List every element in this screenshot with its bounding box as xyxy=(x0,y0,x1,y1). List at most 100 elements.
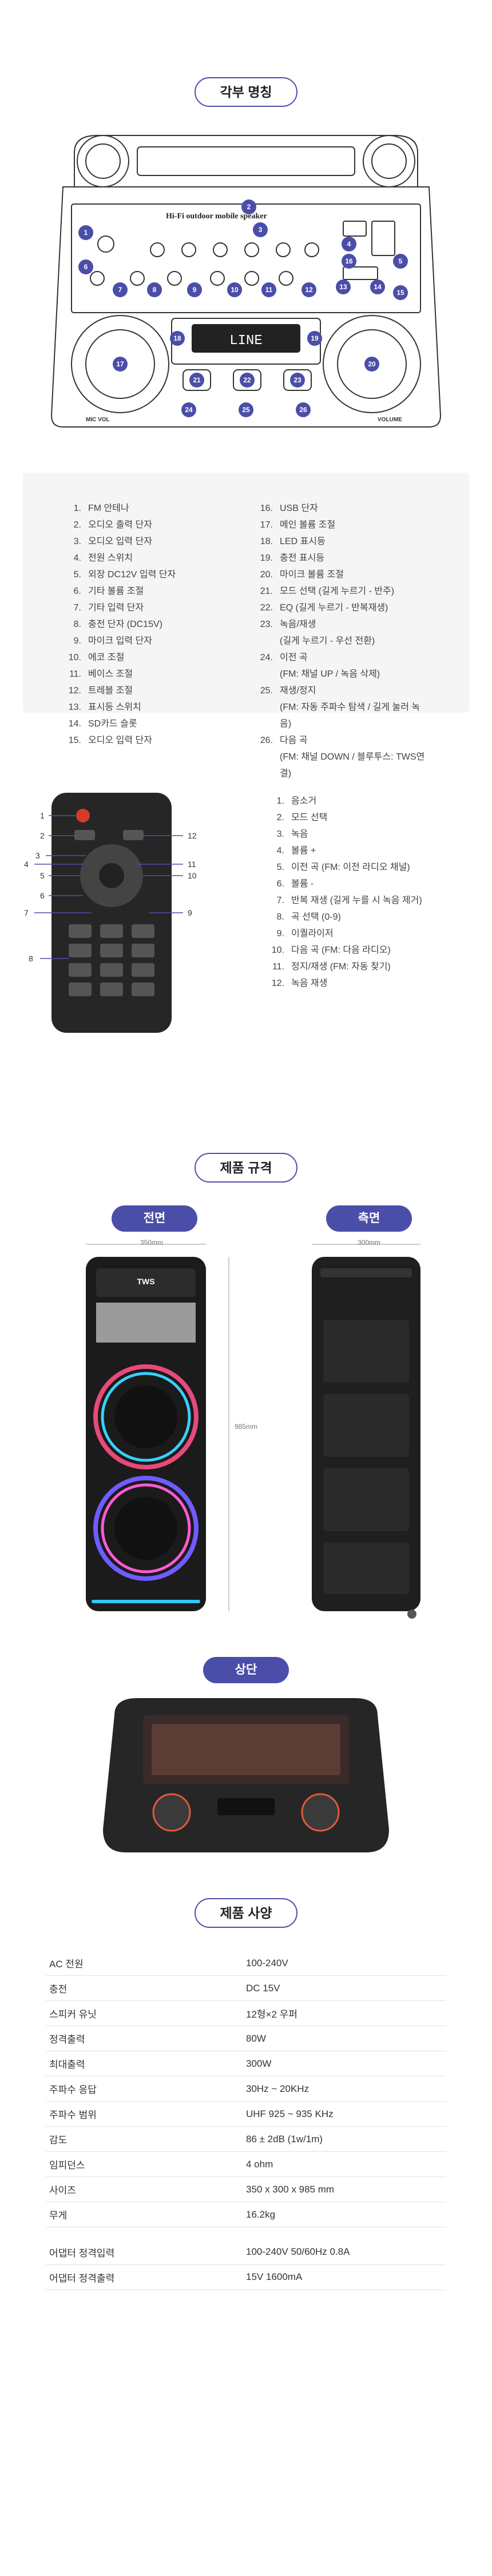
legend-number: 4. xyxy=(73,553,81,563)
legend-number: 9. xyxy=(276,929,284,938)
legend-item: 11. 베이스 조절 xyxy=(63,666,237,682)
legend-text: 표시등 스위치 xyxy=(88,702,141,712)
legend-text: 다음 곡 xyxy=(280,736,308,745)
legend-number: 7. xyxy=(73,603,81,613)
front-label: 전면 xyxy=(112,1205,197,1232)
spec-value: 30Hz ~ 20KHz xyxy=(246,2076,446,2102)
legend-item: 14.SD카드 슬롯 xyxy=(63,716,237,732)
side-width: 300mm xyxy=(358,1239,381,1247)
product-views: 전면 측면 350mm 300mm 985mm TWS xyxy=(0,1205,492,1640)
legend-text: 모드 선택 (길게 누르기 - 반주) xyxy=(280,586,395,596)
legend-item: 4.볼륨 + xyxy=(266,842,422,859)
legend-item: 19.충전 표시등 xyxy=(255,550,429,566)
legend-number: 9. xyxy=(73,636,81,646)
legend-item: (길게 누르기 - 우선 전환) xyxy=(255,633,429,649)
svg-text:9: 9 xyxy=(193,286,197,294)
top-view-section: 상단 xyxy=(0,1657,492,1864)
legend-text: 에코 조절 xyxy=(88,653,125,662)
legend-text: SD카드 슬롯 xyxy=(88,719,137,729)
legend-text: (FM: 자동 주파수 탐색 / 길게 눌러 녹음) xyxy=(280,702,420,729)
spec-key: 정격출력 xyxy=(46,2026,246,2051)
legend-number: 24. xyxy=(260,653,273,662)
svg-text:10: 10 xyxy=(231,286,239,294)
legend-item: 20.마이크 볼륨 조절 xyxy=(255,566,429,583)
legend-text: (FM: 채널 DOWN / 블루투스: TWS연결) xyxy=(280,752,425,778)
legend-text: 재생/정지 xyxy=(280,686,316,696)
svg-text:20: 20 xyxy=(368,360,376,368)
spec-value: 300W xyxy=(246,2051,446,2076)
spec-gap xyxy=(46,2227,446,2240)
legend-item: 1.FM 안테나 xyxy=(63,500,237,517)
legend-number: 8. xyxy=(276,912,284,922)
legend-number: 26. xyxy=(260,736,273,745)
legend-item: 8.곡 선택 (0-9) xyxy=(266,909,422,925)
svg-text:24: 24 xyxy=(185,406,193,414)
remote-callout-number: 12 xyxy=(188,831,197,840)
spec-value: 80W xyxy=(246,2026,446,2051)
legend-text: (길게 누르기 - 우선 전환) xyxy=(280,636,375,646)
legend-number: 23. xyxy=(260,620,273,629)
legend-text: 베이스 조절 xyxy=(88,669,133,679)
legend-item: 8.충전 단자 (DC15V) xyxy=(63,616,237,633)
remote-callout-number: 3 xyxy=(35,851,40,860)
svg-text:23: 23 xyxy=(293,376,301,384)
legend-item: 23.녹음/재생 xyxy=(255,616,429,633)
parts-title: 각부 명칭 xyxy=(195,77,297,107)
spec-value: 350 x 300 x 985 mm xyxy=(246,2176,446,2202)
spec-key: 주파수 범위 xyxy=(46,2101,246,2127)
legend-text: 볼륨 - xyxy=(291,879,314,889)
spec-value: 12형×2 우퍼 xyxy=(246,2000,446,2026)
legend-item: 12.녹음 재생 xyxy=(266,975,422,992)
legend-number: 22. xyxy=(260,603,273,613)
remote-drawing xyxy=(34,793,183,1033)
side-label: 측면 xyxy=(326,1205,412,1232)
spec-key: 임피던스 xyxy=(46,2151,246,2177)
svg-text:8: 8 xyxy=(153,286,157,294)
legend-item: 13.표시등 스위치 xyxy=(63,699,237,716)
legend-number: 4. xyxy=(276,846,284,856)
legend-number: 6. xyxy=(73,586,81,596)
legend-number: 11. xyxy=(69,669,81,679)
spec-value: 100-240V xyxy=(246,1951,446,1976)
legend-item: 6. 기타 볼륨 조절 xyxy=(63,583,237,600)
svg-text:5: 5 xyxy=(399,257,403,265)
legend-item: 5.이전 곡 (FM: 이전 라디오 채널) xyxy=(266,859,422,876)
spec-key: 감도 xyxy=(46,2126,246,2152)
remote-callout-number: 11 xyxy=(188,860,196,869)
legend-text: 오디오 입력 단자 xyxy=(88,537,152,546)
top-label: 상단 xyxy=(203,1657,289,1683)
svg-text:25: 25 xyxy=(242,406,250,414)
remote-callout-number: 1 xyxy=(40,811,45,820)
legend-item: 15.오디오 입력 단자 xyxy=(63,732,237,749)
legend-number: 10. xyxy=(271,945,284,955)
legend-text: 기타 볼륨 조절 xyxy=(88,586,144,596)
legend-text: 정지/재생 (FM: 자동 찾기) xyxy=(291,962,391,972)
legend-item: 7.기타 입력 단자 xyxy=(63,600,237,616)
legend-text: 녹음 재생 xyxy=(291,979,328,988)
legend-number: 15. xyxy=(68,736,81,745)
legend-item: 24.이전 곡 xyxy=(255,649,429,666)
legend-item: 3.녹음 xyxy=(266,826,422,842)
legend-number: 11. xyxy=(272,962,284,972)
svg-text:17: 17 xyxy=(116,360,124,368)
legend-text: 반복 재생 (길게 누를 시 녹음 제거) xyxy=(291,896,422,905)
legend-text: 다음 곡 (FM: 다음 라디오) xyxy=(291,945,391,955)
legend-text: 오디오 출력 단자 xyxy=(88,520,152,530)
svg-text:22: 22 xyxy=(243,376,251,384)
svg-text:11: 11 xyxy=(265,286,273,294)
legend-item: 3.오디오 입력 단자 xyxy=(63,533,237,550)
legend-item: 16.USB 단자 xyxy=(255,500,429,517)
legend-item: 12.트레블 조절 xyxy=(63,682,237,699)
front-width: 350mm xyxy=(140,1239,164,1247)
legend-item: 5.외장 DC12V 입력 단자 xyxy=(63,566,237,583)
spec-value: 4 ohm xyxy=(246,2151,446,2177)
